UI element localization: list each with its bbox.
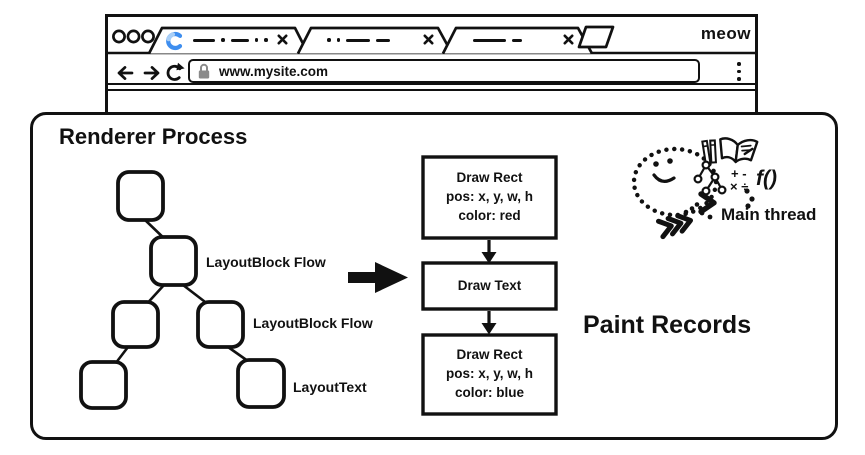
browser-frame	[105, 14, 758, 114]
content-divider	[105, 88, 758, 91]
browser-window: meow www.mysite.com	[105, 14, 758, 114]
paint-record-1-text: Draw Rect pos: x, y, w, h color: red	[423, 168, 556, 225]
nav-buttons	[117, 62, 185, 81]
forward-icon[interactable]	[143, 66, 160, 80]
dotted-tail	[683, 188, 755, 220]
record-2-line-1: Draw Text	[457, 278, 522, 293]
tab-1-close-icon[interactable]	[277, 34, 288, 45]
toolbar-divider	[105, 83, 758, 86]
tree-doodle-icon	[693, 160, 727, 196]
tree-node-layoutblock-2	[196, 300, 245, 349]
tree-node-child-left	[111, 300, 160, 349]
main-thread-label: Main thread	[721, 205, 817, 224]
record-1-line-1: Draw Rect	[456, 170, 523, 185]
arrow-down-icon	[481, 240, 497, 264]
pencil-ruler-icon	[701, 139, 717, 165]
address-bar[interactable]: www.mysite.com	[188, 59, 700, 83]
url-text: www.mysite.com	[219, 63, 329, 79]
triple-chevron-icon	[655, 213, 693, 240]
function-icon: f()	[756, 167, 777, 190]
traffic-lights-icon[interactable]	[112, 29, 155, 44]
renderer-process-box: Renderer Process	[30, 112, 838, 440]
tree-label-layouttext: LayoutText	[293, 379, 367, 395]
tree-node-layouttext	[236, 358, 286, 409]
tree-label-layoutblock-flow-2: LayoutBlock Flow	[253, 315, 373, 331]
record-3-line-1: Draw Rect	[456, 347, 523, 362]
paint-record-boxes	[421, 155, 558, 416]
browser-menu-icon[interactable]	[737, 62, 741, 81]
browser-brand: meow	[700, 24, 751, 43]
paint-record-3-text: Draw Rect pos: x, y, w, h color: blue	[423, 345, 556, 402]
math-symbols-icon: + -	[731, 166, 747, 181]
tab-loading-spinner-icon	[166, 31, 183, 51]
diagram-shapes	[79, 155, 558, 416]
book-icon	[719, 137, 759, 164]
record-3-line-2: pos: x, y, w, h	[445, 366, 533, 381]
chevron-right-icon	[698, 191, 717, 215]
record-3-line-3: color: blue	[454, 385, 524, 400]
tree-node-layoutblock-1	[149, 235, 198, 287]
smiley-face-icon	[652, 158, 676, 183]
dotted-blob-icon	[631, 146, 719, 218]
tree-node-leaf-left	[79, 360, 128, 410]
main-thread-character: + - × ÷ f()	[631, 137, 777, 240]
record-1-line-2: pos: x, y, w, h	[445, 189, 533, 204]
math-symbols-icon-2: × ÷	[730, 179, 748, 194]
paint-record-box-1	[421, 155, 558, 240]
paint-record-box-2	[421, 261, 558, 311]
paint-record-2-text: Draw Text	[423, 276, 556, 295]
tab-3-title-scribble	[473, 38, 522, 42]
tab-1[interactable]	[147, 26, 310, 55]
tab-2[interactable]	[296, 26, 454, 55]
tab-3-close-icon[interactable]	[563, 34, 574, 45]
paint-record-box-3	[421, 333, 558, 416]
tab-2-title-scribble	[327, 38, 390, 42]
tree-node-root	[116, 170, 165, 222]
record-1-line-3: color: red	[458, 208, 521, 223]
renderer-process-title: Renderer Process	[59, 124, 248, 149]
tab-2-close-icon[interactable]	[423, 34, 434, 45]
reload-icon[interactable]	[166, 62, 185, 81]
arrow-down-icon	[481, 311, 497, 335]
lock-icon	[198, 63, 210, 78]
new-tab-icon[interactable]	[577, 25, 615, 49]
tree-label-layoutblock-flow-1: LayoutBlock Flow	[206, 254, 326, 270]
tab-1-title-scribble	[193, 38, 268, 42]
arrow-right-icon	[348, 262, 408, 293]
layout-tree	[79, 170, 286, 410]
paint-records-heading: Paint Records	[583, 311, 752, 339]
back-icon[interactable]	[117, 66, 134, 80]
